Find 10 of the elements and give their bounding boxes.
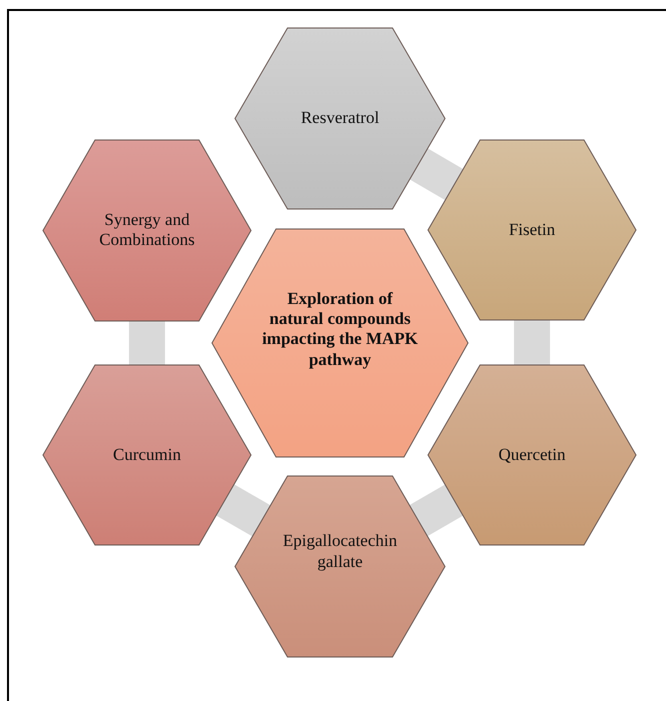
- node-label: Epigallocatechin gallate: [282, 531, 398, 572]
- node-label: Resveratrol: [300, 108, 380, 128]
- node-label: Exploration of natural compounds impacting the MAPK pathway: [261, 288, 419, 370]
- node-label: Synergy and Combinations: [98, 210, 196, 250]
- node-label: Curcumin: [113, 444, 181, 466]
- connector-band: [216, 484, 270, 536]
- node-label: Quercetin: [498, 444, 566, 466]
- connector-band: [409, 148, 464, 200]
- node-label: Fisetin: [508, 220, 556, 240]
- connector-band: [410, 484, 464, 536]
